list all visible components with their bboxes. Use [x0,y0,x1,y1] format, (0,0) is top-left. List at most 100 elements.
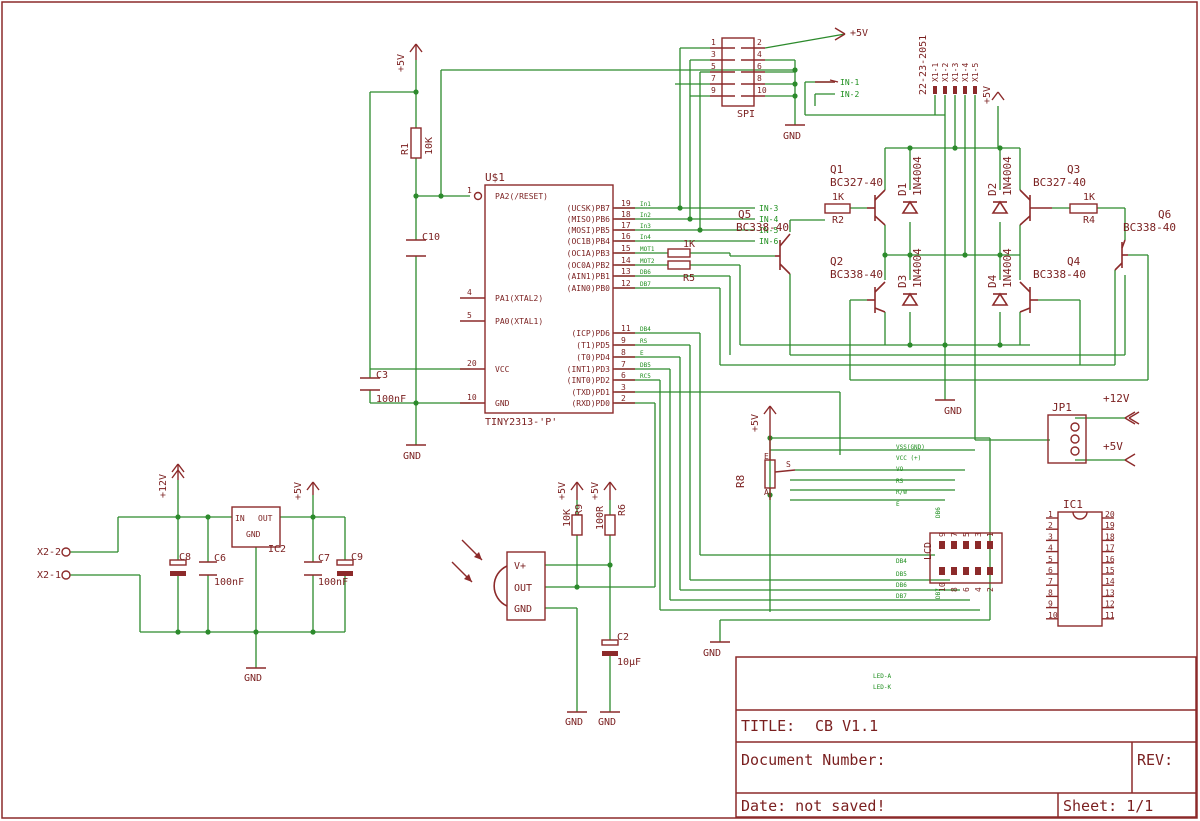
lcd-name: LCD [923,542,934,560]
q6-name: Q6 [1158,208,1171,221]
supply-gnd-x1: GND [935,399,962,417]
c7-name: C7 [318,553,330,564]
plus12v-label-psu: +12V [158,474,169,498]
lcd-pin-number: 10 [938,582,947,592]
r2-value: 1K [832,192,844,203]
mcu-pin-number: 20 [467,359,477,368]
mcu-pin-name: (INT0)PD2 [567,376,611,385]
ic1-pin-number: 16 [1105,555,1115,564]
transistor-q1: Q1 BC327-40 [830,163,886,226]
mcu-pin-number: 3 [621,383,626,392]
in1-label: IN-1 [840,78,859,87]
spi-pin-number: 9 [711,86,716,95]
supply-jp1: +12V +5V [1103,392,1140,467]
r6-value: 100R [595,505,606,530]
ic1-pin-number: 5 [1048,555,1053,564]
net-label: MOT2 [640,258,655,265]
mcu-pin-number: 14 [621,256,631,265]
ir-vplus: V+ [514,561,526,572]
mcu-pin-number: 11 [621,324,631,333]
q2-value: BC338-40 [830,268,883,281]
reg-out: OUT [258,514,273,523]
ic1-pin-number: 7 [1048,577,1053,586]
lcd-pin [987,541,993,549]
lcd-pin [951,567,957,575]
document-number-label: Document Number: [741,751,886,769]
supply-ir: +5V +5V GND GND [557,481,620,728]
mcu-pin-name: PA0(XTAL1) [495,317,543,326]
mcu-pin-number: 13 [621,267,631,276]
ic1-pin-number: 10 [1048,611,1058,620]
plus5v-label-5: +5V [557,482,568,500]
net-label: DB4 [640,326,651,333]
plus5v-label-6: +5V [590,482,601,500]
lcd-pin-number: 4 [974,587,983,592]
reg-gnd: GND [246,530,261,539]
ic1-pin-number: 15 [1105,566,1115,575]
lcd-pin [987,567,993,575]
jp1-name: JP1 [1052,401,1072,414]
plus12v-label-jp1: +12V [1103,392,1130,405]
ic1-pin-number: 12 [1105,600,1115,609]
mcu-pin-number: 10 [467,393,477,402]
net-label: RC5 [640,373,651,380]
c3-name: C3 [376,370,388,381]
gnd-label-4: GND [703,648,721,659]
spi-pin-number: 5 [711,62,716,71]
net-label: RS [640,338,648,345]
x1-pin-label: X1-2 [941,63,950,82]
supply-gnd-spi: GND [783,124,805,142]
spi-pin-number: 4 [757,50,762,59]
lcd-rs: RS [896,478,904,485]
gnd-label-6: GND [598,717,616,728]
c6-name: C6 [214,553,226,564]
supply-5v-r1: +5V [396,43,423,72]
in3-label: IN-3 [759,204,778,213]
net-label: E [640,350,644,357]
gnd-label-2: GND [783,131,801,142]
lcd-pin [975,541,981,549]
q4-name: Q4 [1067,255,1081,268]
transistor-q4: Q4 BC338-40 [1019,255,1086,313]
spi-pin-number: 2 [757,38,762,47]
supply-gnd-mcu: GND [403,444,426,462]
mcu-pin-name: (OC0A)PB2 [567,261,611,270]
r4-value: 1K [1083,192,1095,203]
c9-name: C9 [351,552,363,563]
lcd-pin-number: 1 [986,532,995,537]
mcu-pin-number: 12 [621,279,631,288]
mcu-pin-name: (MOSI)PB5 [567,226,611,235]
plus5v-label-jp1: +5V [1103,440,1123,453]
gnd-label-1: GND [403,451,421,462]
mcu-pin-name: (T0)PD4 [576,353,610,362]
d1-name: D1 [896,183,909,196]
q5-value: BC338-40 [736,221,789,234]
q3-value: BC327-40 [1033,176,1086,189]
net-label: In4 [640,234,651,241]
c3-value: 100nF [376,394,406,405]
spi-name: SPI [737,109,755,120]
in5-label: IN-5 [759,226,778,235]
ic1-pin-number: 18 [1105,532,1115,541]
d3-name: D3 [896,275,909,288]
mcu-pin-name: (UCSK)PB7 [567,204,611,213]
capacitor-c10: C10 [406,232,440,257]
c10-name: C10 [422,232,440,243]
plus5v-label-2: +5V [850,28,868,39]
ic1-pin-number: 14 [1105,577,1115,586]
x1-pin [973,86,977,94]
ic1-pin-number: 8 [1048,588,1053,597]
plus5v-label-3: +5V [982,86,993,104]
jumper-jp1: JP1 [1047,401,1087,464]
d2-value: 1N4004 [1001,156,1014,196]
ir-out: OUT [514,583,532,594]
ic1-pin-number: 20 [1105,510,1115,519]
c2-value: 10µF [617,657,641,668]
in6-label: IN-6 [759,237,778,246]
